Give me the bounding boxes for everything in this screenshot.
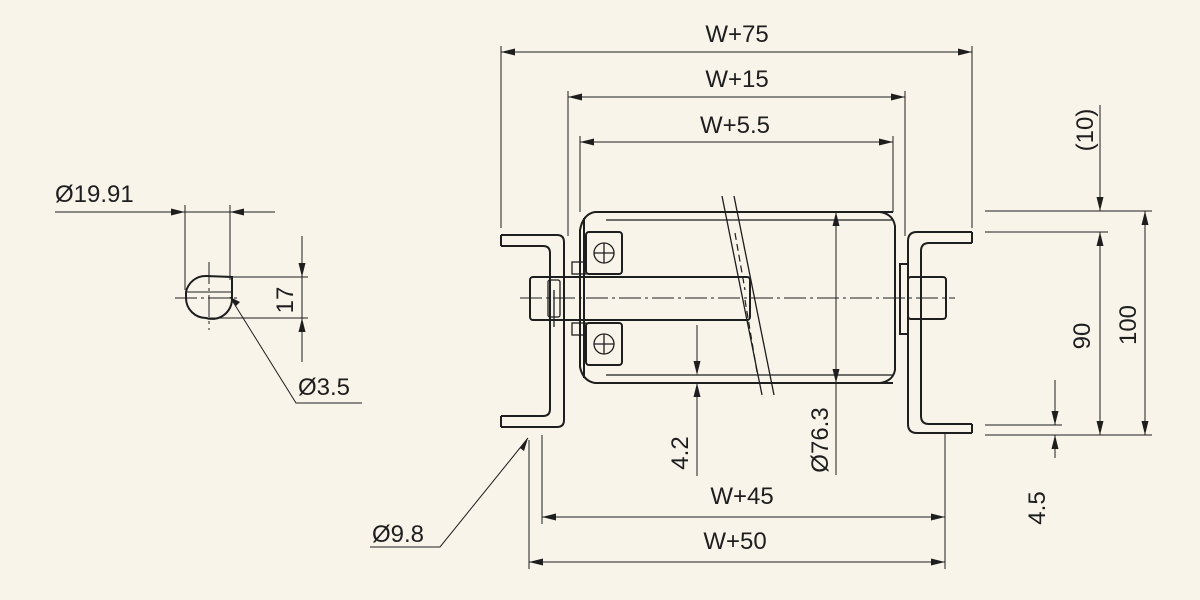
dim-w45: W+45 [710, 483, 773, 510]
bottom-dimension-lines [528, 432, 946, 569]
shaft[interactable] [520, 263, 955, 335]
roller-tube[interactable] [579, 195, 896, 476]
bearing-assembly[interactable] [571, 231, 623, 366]
dim-d3-5: Ø3.5 [298, 374, 350, 401]
dim-d76-3: Ø76.3 [807, 407, 834, 472]
dim-h4-2: 4.2 [667, 436, 694, 469]
dim-h4-5: 4.5 [1024, 491, 1051, 524]
top-dimension-lines [500, 46, 973, 236]
dim-d19-91: Ø19.91 [55, 181, 134, 208]
dim-h10: (10) [1072, 109, 1099, 152]
dim-h17: 17 [272, 287, 299, 314]
dim-w75: W+75 [705, 21, 768, 48]
dimension-labels: W+75 W+15 W+5.5 W+45 W+50 Ø19.91 Ø3.5 Ø9… [55, 21, 1142, 555]
dim-d9-8: Ø9.8 [372, 521, 424, 548]
dim-w5-5: W+5.5 [700, 112, 770, 139]
shaft-cross-section[interactable] [55, 205, 362, 404]
dim-w50: W+50 [703, 528, 766, 555]
dim-h100: 100 [1115, 305, 1142, 345]
dim-h90: 90 [1069, 323, 1096, 350]
hole-leader [370, 437, 529, 548]
dim-w15: W+15 [705, 66, 768, 93]
right-dimension-lines [985, 105, 1152, 458]
